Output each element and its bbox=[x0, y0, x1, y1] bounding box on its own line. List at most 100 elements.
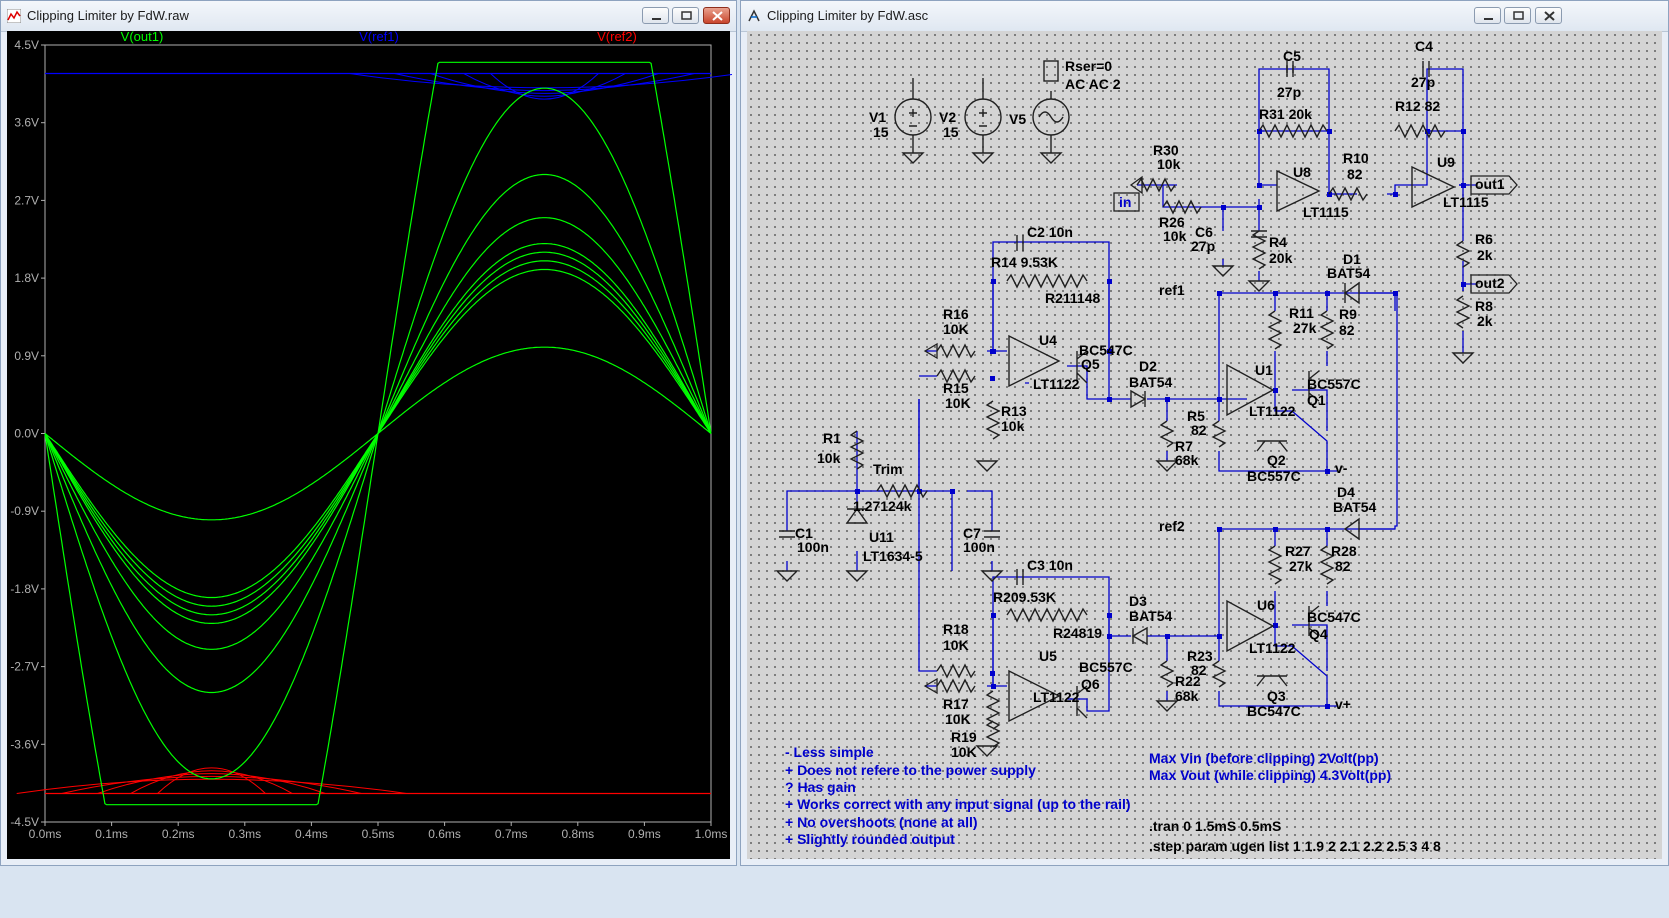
trace-label[interactable]: V(ref2) bbox=[597, 29, 637, 44]
out1-trace bbox=[44, 61, 712, 806]
minimize-icon bbox=[1484, 18, 1493, 20]
x-tick-label: 0.4ms bbox=[295, 827, 328, 841]
label-rser: Rser=0 bbox=[1065, 58, 1112, 74]
label-r22: R22 bbox=[1175, 673, 1201, 689]
note-line: + Slightly rounded output bbox=[785, 831, 955, 847]
label-r5-val: 82 bbox=[1191, 422, 1207, 438]
components bbox=[775, 60, 1475, 757]
label-r22-val: 68k bbox=[1175, 688, 1199, 704]
label-ref1: ref1 bbox=[1159, 282, 1185, 298]
label-lt1122-u4: LT1122 bbox=[1033, 376, 1080, 392]
waveform-titlebar[interactable]: Clipping Limiter by FdW.raw bbox=[1, 1, 736, 32]
close-button[interactable] bbox=[703, 7, 730, 24]
label-in: in bbox=[1119, 194, 1131, 210]
label-r15: R15 bbox=[943, 380, 969, 396]
label-r21: R211148 bbox=[1045, 290, 1100, 306]
label-d4-val: BAT54 bbox=[1333, 499, 1377, 515]
schematic-drawing[interactable]: V1 15 V2 15 V5 Rser=0 AC AC 2 C5 27p C4 … bbox=[747, 31, 1664, 861]
label-v2-val: 15 bbox=[943, 124, 959, 140]
label-r27: R27 bbox=[1285, 543, 1311, 559]
note-line: + Works correct with any input signal (u… bbox=[785, 796, 1131, 812]
minimize-button[interactable] bbox=[642, 7, 669, 24]
label-bc547c-q3: BC547C bbox=[1247, 703, 1301, 719]
trace-label[interactable]: V(out1) bbox=[121, 29, 164, 44]
label-c4-val: 27p bbox=[1411, 74, 1435, 90]
label-lt1115-u8: LT1115 bbox=[1303, 204, 1349, 220]
junction-dots bbox=[855, 129, 1466, 709]
y-tick-label: -3.6V bbox=[10, 737, 39, 751]
label-trim: Trim bbox=[873, 461, 903, 477]
label-r11: R11 bbox=[1289, 305, 1314, 321]
y-tick-label: -1.8V bbox=[10, 582, 39, 596]
label-u5: U5 bbox=[1039, 648, 1057, 664]
label-r15-val: 10K bbox=[945, 395, 971, 411]
label-r27-val: 27k bbox=[1289, 558, 1313, 574]
restore-icon bbox=[1513, 11, 1524, 20]
close-icon bbox=[1544, 11, 1555, 21]
x-tick-label: 0.3ms bbox=[228, 827, 261, 841]
x-tick-label: 0.0ms bbox=[29, 827, 62, 841]
label-r6-val: 2k bbox=[1477, 247, 1493, 263]
label-v5: V5 bbox=[1009, 111, 1026, 127]
label-r1: R1 bbox=[823, 430, 841, 446]
notes-block: - Less simple + Does not refere to the p… bbox=[785, 744, 1391, 847]
step-directive[interactable]: .step param ugen list 1 1.9 2 2.1 2.2 2.… bbox=[1149, 838, 1441, 854]
label-r26-val: 10k bbox=[1163, 228, 1187, 244]
label-d3-val: BAT54 bbox=[1129, 608, 1173, 624]
schematic-canvas[interactable]: V1 15 V2 15 V5 Rser=0 AC AC 2 C5 27p C4 … bbox=[747, 31, 1662, 859]
label-q4: Q4 bbox=[1309, 626, 1328, 642]
label-r9-val: 82 bbox=[1339, 322, 1355, 338]
schematic-window[interactable]: Clipping Limiter by FdW.asc bbox=[740, 0, 1669, 866]
x-tick-label: 0.5ms bbox=[362, 827, 395, 841]
maximize-button[interactable] bbox=[672, 7, 699, 24]
restore-icon bbox=[681, 11, 692, 20]
y-tick-label: -0.9V bbox=[10, 504, 39, 518]
label-r13-val: 10k bbox=[1001, 418, 1025, 434]
trace-label[interactable]: V(ref1) bbox=[359, 29, 399, 44]
ref2-ripple bbox=[130, 770, 293, 794]
label-d4: D4 bbox=[1337, 484, 1355, 500]
label-trim-val: 1.27124k bbox=[853, 498, 912, 514]
y-tick-label: 4.5V bbox=[14, 38, 39, 52]
label-lt1122-u6: LT1122 bbox=[1249, 640, 1296, 656]
tran-directive[interactable]: .tran 0 1.5mS 0.5mS bbox=[1149, 818, 1281, 834]
close-icon bbox=[712, 11, 723, 21]
schematic-titlebar[interactable]: Clipping Limiter by FdW.asc bbox=[741, 1, 1668, 32]
y-tick-label: 0.0V bbox=[14, 427, 39, 441]
label-v1: V1 bbox=[869, 109, 886, 125]
label-r13: R13 bbox=[1001, 403, 1027, 419]
label-bc547c-q5: BC547C bbox=[1079, 342, 1133, 358]
x-tick-label: 0.9ms bbox=[628, 827, 661, 841]
label-ac: AC AC 2 bbox=[1065, 76, 1121, 92]
label-v-plus: v+ bbox=[1335, 696, 1351, 712]
label-c5-val: 27p bbox=[1277, 84, 1301, 100]
waveform-plot[interactable]: V(out1)V(ref1)V(ref2) 4.5V3.6V2.7V1.8V0.… bbox=[7, 29, 740, 861]
label-q6: Q6 bbox=[1081, 676, 1100, 692]
label-c1-val: 100n bbox=[797, 539, 829, 555]
label-out1: out1 bbox=[1475, 176, 1505, 192]
waveform-window[interactable]: Clipping Limiter by FdW.raw V(out1) V(ref… bbox=[0, 0, 740, 866]
label-d2: D2 bbox=[1139, 358, 1157, 374]
y-tick-label: -2.7V bbox=[10, 660, 39, 674]
ref2-ripple bbox=[16, 778, 407, 795]
schematic-minimize-button[interactable] bbox=[1474, 7, 1501, 24]
label-bc557c-q2: BC557C bbox=[1247, 468, 1301, 484]
label-out2: out2 bbox=[1475, 275, 1505, 291]
label-bc547c-q4: BC547C bbox=[1307, 609, 1361, 625]
schematic-close-button[interactable] bbox=[1535, 7, 1562, 24]
label-d2-val: BAT54 bbox=[1129, 374, 1173, 390]
label-c5: C5 bbox=[1283, 48, 1301, 64]
label-d3: D3 bbox=[1129, 593, 1147, 609]
label-r23-val: 82 bbox=[1191, 662, 1207, 678]
label-c6: C6 bbox=[1195, 224, 1213, 240]
label-r7: R7 bbox=[1175, 438, 1193, 454]
label-r24: R24819 bbox=[1053, 625, 1102, 641]
label-d1-val: BAT54 bbox=[1327, 265, 1371, 281]
label-lt1115-u9: LT1115 bbox=[1443, 194, 1489, 210]
schematic-maximize-button[interactable] bbox=[1504, 7, 1531, 24]
label-u1: U1 bbox=[1255, 362, 1273, 378]
ref1-ripple bbox=[430, 73, 659, 94]
label-ref2: ref2 bbox=[1159, 518, 1185, 534]
ref1-ripple bbox=[490, 73, 599, 100]
